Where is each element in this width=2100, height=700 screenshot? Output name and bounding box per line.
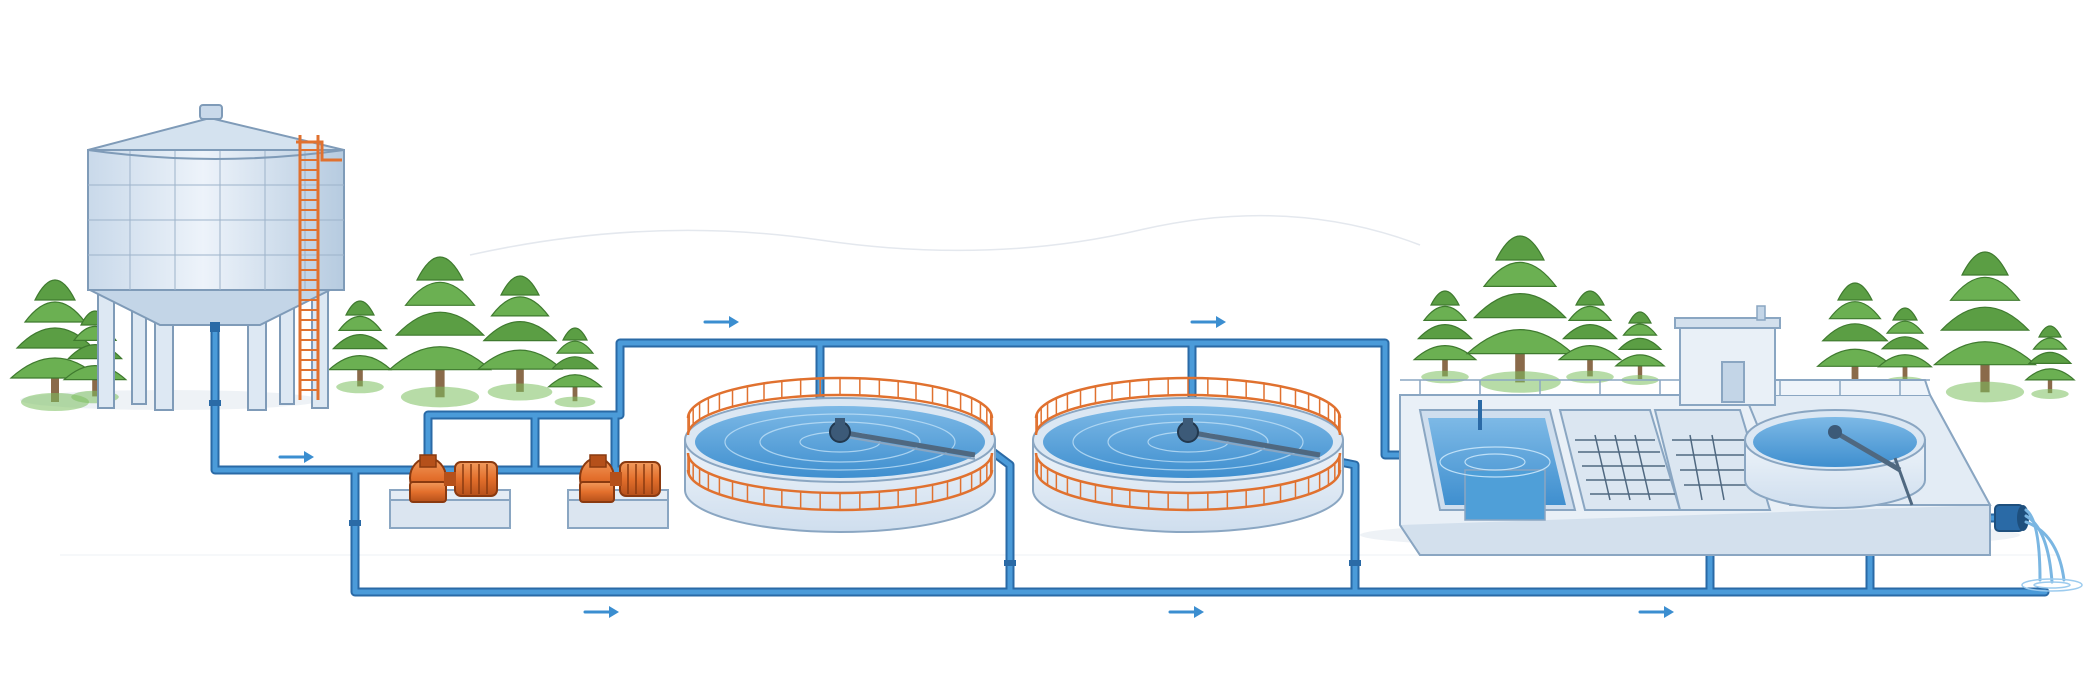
tree-icon — [327, 300, 393, 394]
flow-arrow-icon — [703, 316, 739, 328]
tree-icon — [387, 256, 493, 408]
outfall — [1994, 504, 2083, 592]
pump-1 — [389, 454, 511, 530]
flow-arrow-icon — [1638, 606, 1674, 618]
flow-arrow-icon — [278, 451, 314, 463]
tree-icon — [1557, 290, 1623, 384]
tree-icon — [2024, 325, 2076, 399]
tree-icon — [1614, 311, 1666, 385]
tree-icon — [1932, 251, 2038, 403]
pump-2 — [567, 454, 669, 530]
ladder-icon — [300, 149, 318, 391]
tree-icon — [547, 327, 603, 408]
control-building — [1674, 305, 1781, 406]
flow-arrow-icon — [1190, 316, 1226, 328]
tree-icon — [62, 310, 128, 404]
tree-icon — [1877, 307, 1933, 388]
flow-arrows — [278, 316, 1674, 618]
clarifier-1 — [684, 376, 996, 533]
flow-arrow-icon — [1168, 606, 1204, 618]
flow-arrow-icon — [583, 606, 619, 618]
clarifier-3 — [1744, 409, 1926, 509]
tree-icon — [1465, 235, 1575, 393]
tree-icon — [9, 279, 101, 411]
clarifier-2 — [1032, 376, 1344, 533]
tree-icon — [1412, 290, 1478, 384]
tree-icon — [1816, 282, 1894, 395]
elevated-storage-tank — [87, 104, 345, 411]
tree-icon — [476, 275, 564, 401]
